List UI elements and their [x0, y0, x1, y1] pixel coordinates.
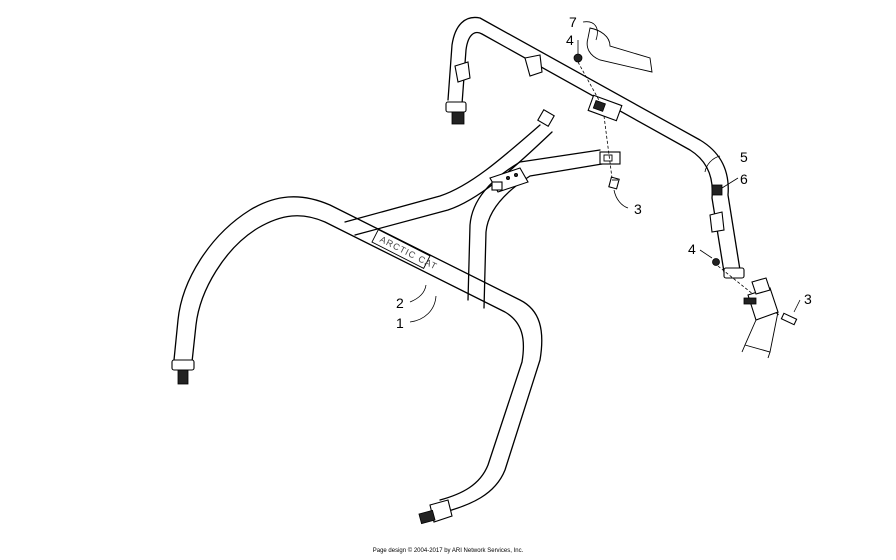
- callout-2: 2: [396, 295, 404, 311]
- front-right-mount: [418, 509, 436, 525]
- front-left-mount: [177, 369, 189, 385]
- cross-tube-end: [537, 109, 555, 127]
- leader-3b: [793, 299, 801, 313]
- mount-line-upper-bolt: [603, 115, 613, 179]
- callout-4-upper: 4: [566, 32, 574, 48]
- frame-mount-stub: [741, 277, 779, 359]
- rear-rops-bar: [445, 16, 745, 279]
- callout-3-upper: 3: [634, 201, 642, 217]
- callout-7: 7: [569, 14, 577, 30]
- leader-4b: [699, 249, 713, 259]
- callout-6: 6: [740, 171, 748, 187]
- leader-3a: [613, 189, 629, 209]
- front-rops-bar: [171, 196, 543, 525]
- part-7-panel: [586, 27, 653, 73]
- center-cross-tubes: [344, 109, 621, 309]
- front-left-foot: [171, 359, 195, 371]
- rear-right-bracket: [709, 211, 725, 233]
- leader-1: [409, 295, 437, 323]
- nut-upper: [573, 53, 583, 63]
- leader-5: [704, 155, 721, 173]
- bolt-upper: [608, 176, 620, 190]
- decal-6: [711, 184, 723, 196]
- rear-right-foot: [723, 267, 745, 279]
- copyright-footer: Page design © 2004-2017 by ARI Network S…: [372, 548, 524, 554]
- mount-line-upper-nut: [577, 61, 601, 103]
- nut-lower: [712, 258, 720, 266]
- rear-left-foot: [445, 101, 467, 113]
- top-clamp: [524, 54, 543, 77]
- rear-left-mount: [451, 111, 465, 125]
- callout-3-lower: 3: [804, 291, 812, 307]
- leader-7: [582, 21, 598, 41]
- bolt-lower: [780, 312, 798, 326]
- leader-6: [721, 177, 739, 189]
- callout-4-lower: 4: [688, 241, 696, 257]
- center-bracket-tab: [491, 181, 503, 191]
- leader-2: [409, 284, 427, 303]
- callout-5: 5: [740, 149, 748, 165]
- callout-1: 1: [396, 315, 404, 331]
- rear-left-bracket: [454, 61, 471, 83]
